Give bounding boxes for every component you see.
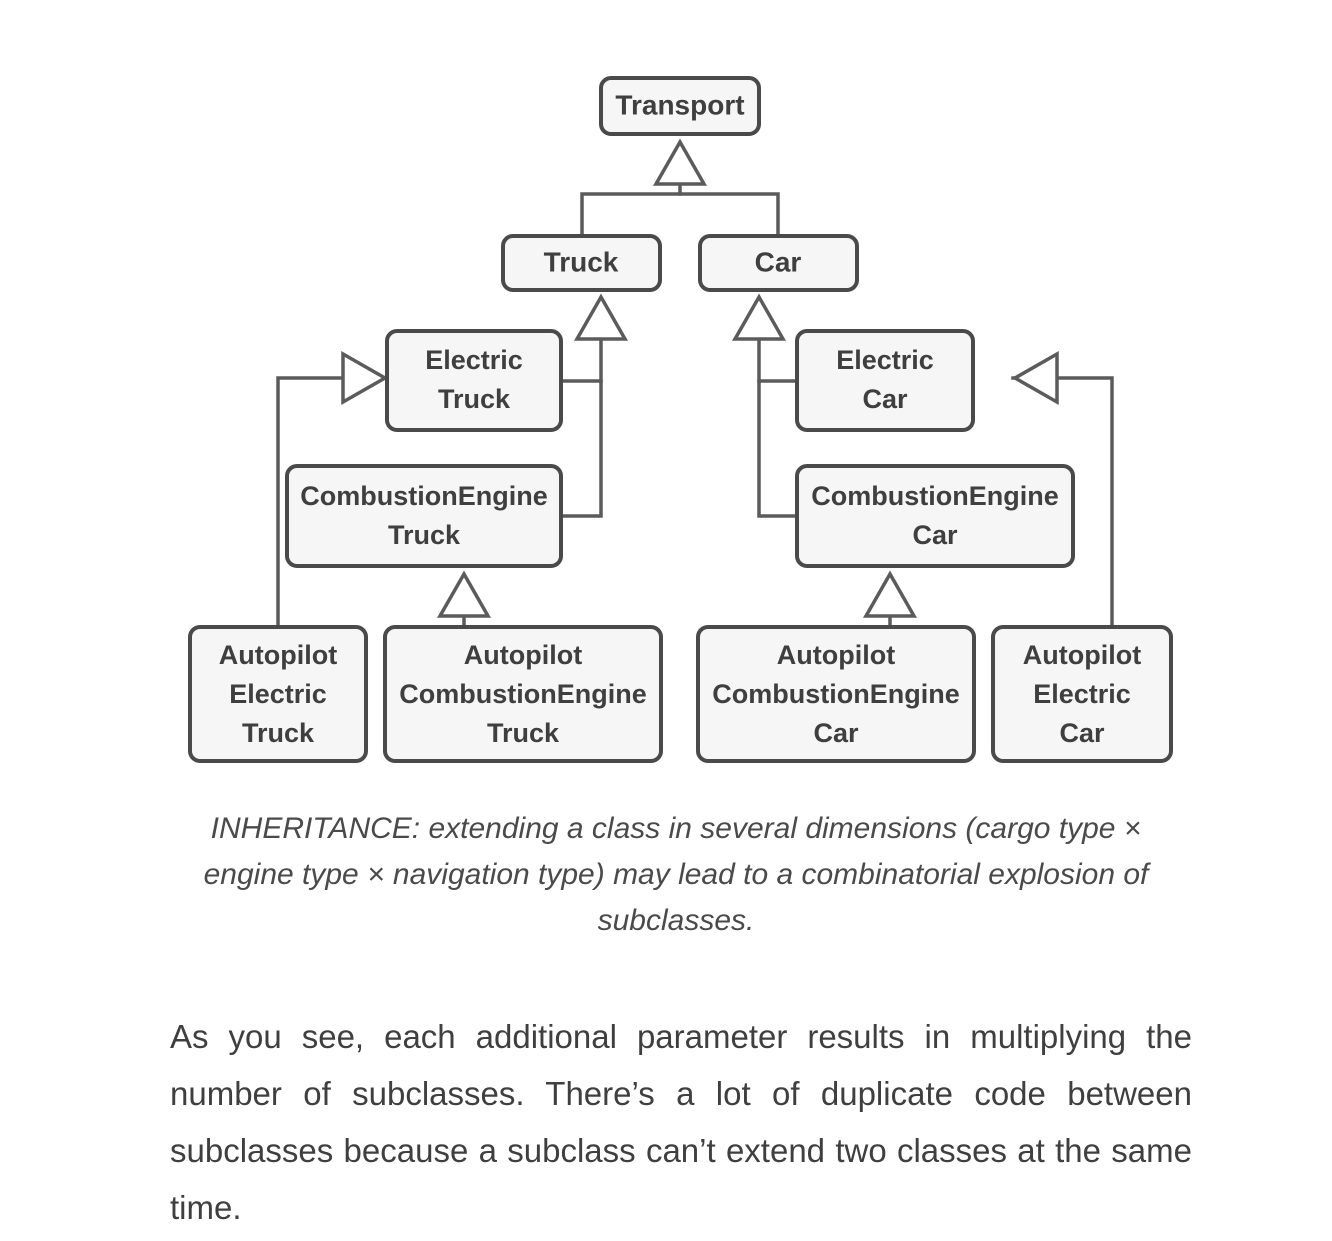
node-autopilot-electric-car-label-line1: Autopilot bbox=[1023, 640, 1141, 670]
edge-car-to-transport bbox=[678, 192, 780, 238]
node-autopilot-combustionengine-truck-box[interactable] bbox=[383, 625, 663, 763]
node-electric-car-label-line1: Electric bbox=[836, 345, 934, 375]
node-autopilot-electric-truck[interactable]: Autopilot Electric Truck bbox=[188, 625, 368, 763]
node-autopilot-electric-truck-label-line2: Electric bbox=[229, 679, 327, 709]
generalization-arrow-ecar bbox=[1011, 350, 1059, 406]
node-car-label: Car bbox=[755, 246, 802, 277]
node-car-box[interactable] bbox=[698, 234, 859, 292]
node-electric-truck-label-line2: Truck bbox=[438, 384, 511, 414]
edge-cetruck-to-truck bbox=[559, 379, 603, 518]
node-autopilot-electric-car[interactable]: Autopilot Electric Car bbox=[991, 625, 1173, 763]
node-combustionengine-car-label-line2: Car bbox=[912, 520, 958, 550]
node-electric-car-box[interactable] bbox=[795, 329, 975, 432]
generalization-arrow-cecar bbox=[862, 570, 918, 618]
node-truck-label: Truck bbox=[544, 246, 619, 277]
node-truck-box[interactable] bbox=[501, 234, 662, 292]
node-truck[interactable]: Truck bbox=[501, 234, 662, 292]
node-combustionengine-car-label-line1: CombustionEngine bbox=[811, 481, 1058, 511]
generalization-arrow-cetruck bbox=[436, 570, 492, 618]
node-autopilot-electric-car-label-line2: Electric bbox=[1033, 679, 1131, 709]
node-electric-truck-label-line1: Electric bbox=[425, 345, 523, 375]
node-autopilot-electric-truck-label-line1: Autopilot bbox=[219, 640, 337, 670]
edge-apetruck-to-etruck bbox=[276, 376, 350, 629]
node-autopilot-combustionengine-car-box[interactable] bbox=[696, 625, 976, 763]
node-transport[interactable]: Transport bbox=[599, 76, 761, 136]
node-autopilot-combustionengine-car-label-line3: Car bbox=[813, 718, 859, 748]
node-transport-box[interactable] bbox=[599, 76, 761, 136]
node-autopilot-combustionengine-car[interactable]: Autopilot CombustionEngine Car bbox=[696, 625, 976, 763]
node-autopilot-combustionengine-truck-label-line2: CombustionEngine bbox=[399, 679, 646, 709]
node-electric-truck[interactable]: Electric Truck bbox=[385, 329, 563, 432]
node-autopilot-electric-car-box[interactable] bbox=[991, 625, 1173, 763]
node-autopilot-electric-truck-label-line3: Truck bbox=[242, 718, 315, 748]
node-combustionengine-car[interactable]: CombustionEngine Car bbox=[795, 464, 1075, 568]
node-autopilot-electric-truck-box[interactable] bbox=[188, 625, 368, 763]
node-electric-car[interactable]: Electric Car bbox=[795, 329, 975, 432]
node-electric-truck-box[interactable] bbox=[385, 329, 563, 432]
node-combustionengine-truck[interactable]: CombustionEngine Truck bbox=[285, 464, 563, 568]
figure-caption: INHERITANCE: extending a class in severa… bbox=[203, 812, 1149, 937]
node-car[interactable]: Car bbox=[698, 234, 859, 292]
node-autopilot-combustionengine-truck-label-line3: Truck bbox=[487, 718, 560, 748]
node-transport-label: Transport bbox=[615, 89, 744, 120]
generalization-arrow-transport bbox=[652, 138, 708, 186]
edge-cecar-to-car bbox=[757, 379, 799, 518]
generalization-arrow-car bbox=[731, 293, 787, 341]
node-autopilot-electric-car-label-line3: Car bbox=[1059, 718, 1105, 748]
body-paragraph-container: As you see, each additional parameter re… bbox=[170, 1008, 1192, 1236]
arrowhead-layer bbox=[341, 138, 1059, 618]
generalization-arrow-truck bbox=[573, 293, 629, 341]
node-combustionengine-car-box[interactable] bbox=[795, 464, 1075, 568]
body-paragraph: As you see, each additional parameter re… bbox=[170, 1018, 1192, 1226]
generalization-arrow-etruck bbox=[341, 350, 389, 406]
node-autopilot-combustionengine-car-label-line1: Autopilot bbox=[777, 640, 895, 670]
node-combustionengine-truck-label-line2: Truck bbox=[388, 520, 461, 550]
node-combustionengine-truck-label-line1: CombustionEngine bbox=[300, 481, 547, 511]
inheritance-diagram: Transport Truck Car Electric Truck Elect… bbox=[188, 76, 1173, 763]
node-combustionengine-truck-box[interactable] bbox=[285, 464, 563, 568]
node-layer: Transport Truck Car Electric Truck Elect… bbox=[188, 76, 1173, 763]
node-autopilot-combustionengine-truck-label-line1: Autopilot bbox=[464, 640, 582, 670]
node-autopilot-combustionengine-car-label-line2: CombustionEngine bbox=[712, 679, 959, 709]
node-electric-car-label-line2: Car bbox=[862, 384, 908, 414]
node-autopilot-combustionengine-truck[interactable]: Autopilot CombustionEngine Truck bbox=[383, 625, 663, 763]
